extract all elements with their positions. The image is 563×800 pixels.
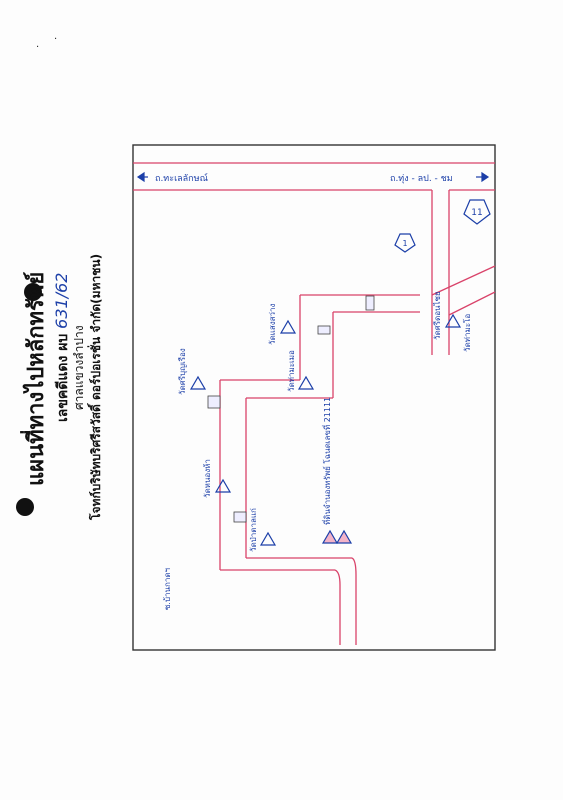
landmark-label-4: วัดหนองห้า — [203, 459, 212, 498]
marker-1 — [365, 295, 375, 311]
landmark-triangles — [189, 313, 462, 546]
landmark-label-5: วัดป่าตาลแก่ — [249, 508, 258, 552]
landmark-label-3: วัดศรีบุญเรือง — [178, 348, 187, 395]
landmark-label-2: วัดท่ามะเมอ — [287, 350, 296, 392]
temple-marker-1 — [279, 319, 297, 334]
scan-speck: · — [36, 42, 40, 53]
soi-edge-11 — [334, 569, 341, 645]
marker-2 — [317, 325, 331, 335]
road-label-top-right: ถ.ทุ่ง - ลป. - ชม — [390, 174, 453, 184]
temple-marker-4 — [214, 478, 232, 493]
temple-marker-6 — [444, 313, 462, 328]
direction-arrows — [136, 171, 490, 183]
scan-speck: · — [54, 34, 58, 45]
soi-edge-12 — [351, 557, 357, 645]
landmark-label-1: วัดแสงสว่าง — [268, 304, 277, 346]
highway-sign-1-text: 1 — [402, 239, 407, 248]
landmark-label-7: วัดท่ามะโอ — [462, 314, 472, 352]
target-property-label: ที่ดินจำนองทรัพย์ โฉนดเลขที่ 21111 — [321, 397, 332, 525]
temple-marker-2 — [297, 375, 315, 390]
landmark-label-6: วัดศรีดอนไชย — [433, 291, 442, 340]
diagonal-road-top — [431, 265, 496, 296]
diagonal-road-bottom — [448, 291, 496, 316]
highway-sign-2-text: 11 — [471, 208, 482, 218]
temple-marker-5 — [259, 531, 277, 546]
map-frame — [132, 144, 496, 651]
road-network — [133, 162, 496, 645]
target-property-marker — [321, 529, 353, 544]
marker-4 — [233, 511, 247, 523]
temple-marker-3 — [189, 375, 207, 390]
marker-3 — [207, 395, 221, 409]
road-label-top-left: ถ.ทะเลลักษณ์ — [155, 172, 208, 184]
highway-sign-1: 1 — [394, 233, 416, 253]
road-label-bottom-left: ซ.บ้านกาดฯ — [163, 568, 172, 610]
bullet-dot-left — [16, 498, 34, 516]
highway-sign-2: 11 — [463, 199, 491, 225]
bullet-dot-right — [24, 283, 42, 301]
road-markers — [207, 295, 375, 523]
